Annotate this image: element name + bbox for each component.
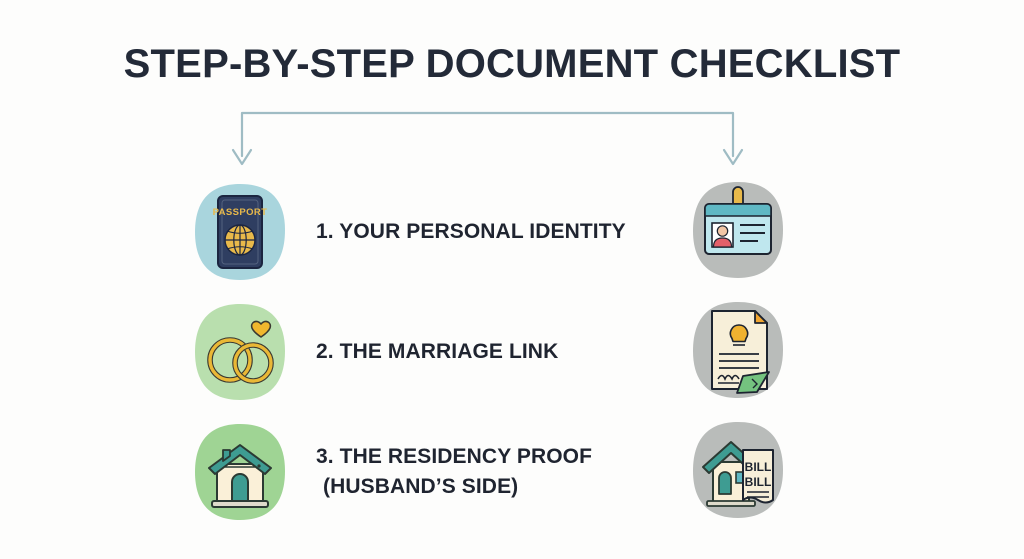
passport-icon: PASSPORT [195,184,285,280]
arrow-head-left [231,148,253,166]
house-tile[interactable] [193,422,287,522]
marriage-certificate-icon [693,302,783,398]
house-icon [195,424,285,520]
step-2-label: 2. THE MARRIAGE LINK [316,300,676,404]
step-2-line-1: 2. THE MARRIAGE LINK [316,340,559,364]
step-1-line-1: 1. YOUR PERSONAL IDENTITY [316,220,626,244]
step-3-line-2: (HUSBAND’S SIDE) [323,475,519,498]
wedding-rings-tile[interactable] [193,302,287,402]
bill-text-line-1: BILL [745,460,772,474]
step-1-label: 1. YOUR PERSONAL IDENTITY [316,180,676,284]
checklist-row-3: 3. THE RESIDENCY PROOF (HUSBAND’S SIDE) … [0,420,1024,524]
step-3-label: 3. THE RESIDENCY PROOF (HUSBAND’S SIDE) [316,420,676,524]
bill-text-line-2: BILL [745,475,772,489]
bracket-arrow-connector [231,111,744,166]
page-title: STEP-BY-STEP DOCUMENT CHECKLIST [123,42,901,86]
utility-bill-tile[interactable]: BILL BILL [691,420,785,520]
checklist-row-2: 2. THE MARRIAGE LINK [0,300,1024,404]
marriage-certificate-tile[interactable] [691,300,785,400]
checklist-row-1: PASSPORT 1. YOUR PERSONAL IDENTITY [0,180,1024,284]
id-card-icon [693,182,783,278]
arrow-head-right [722,148,744,166]
step-3-line-1: 3. THE RESIDENCY PROOF [316,445,593,469]
passport-tile[interactable]: PASSPORT [193,182,287,282]
wedding-rings-icon [195,304,285,400]
id-card-tile[interactable] [691,180,785,280]
svg-text:PASSPORT: PASSPORT [213,207,268,218]
utility-bill-house-icon: BILL BILL [693,422,783,518]
